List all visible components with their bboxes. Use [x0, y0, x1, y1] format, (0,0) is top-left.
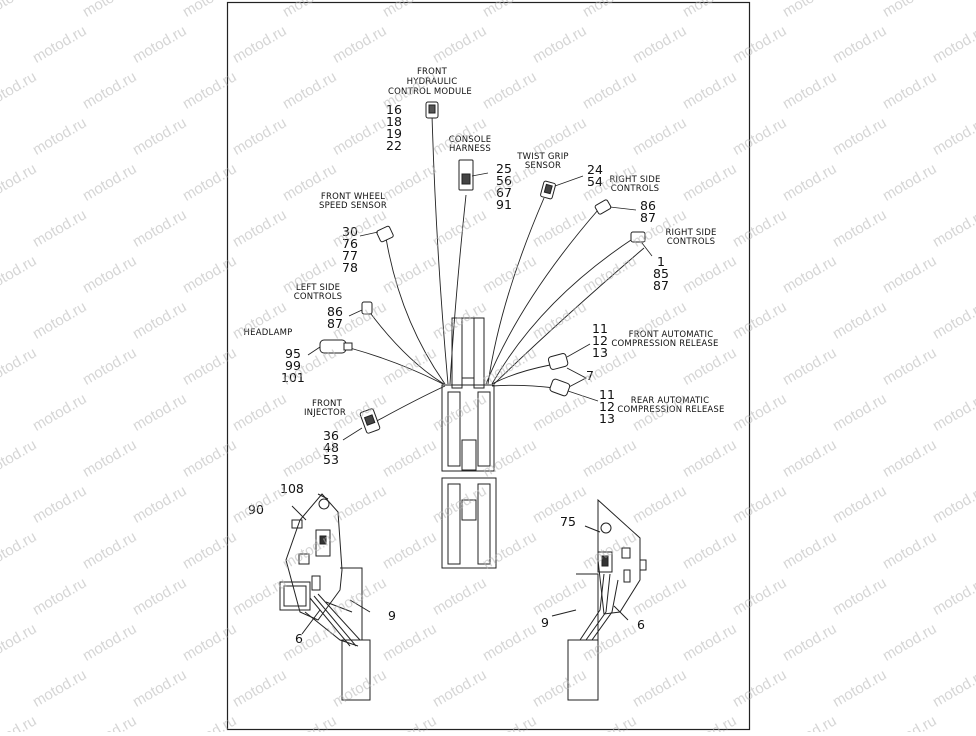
right-a-num-2: 87	[640, 210, 656, 225]
left-callout-90: 90	[248, 502, 264, 517]
rear-acr-label-2: COMPRESSION RELEASE	[617, 405, 724, 415]
headlamp-num-1: 95	[285, 346, 301, 361]
rear-acr-connector	[549, 378, 571, 397]
right-callout-6: 6	[637, 617, 645, 632]
headlamp-num-3: 101	[281, 370, 305, 385]
front-acr-label-2: COMPRESSION RELEASE	[611, 339, 718, 349]
callout-7: 7	[586, 368, 594, 383]
right-b-num-3: 87	[653, 278, 669, 293]
headlamp-connector	[319, 339, 353, 354]
front-acr-label-1: FRONT AUTOMATIC	[629, 330, 714, 340]
rear-acr-label-1: REAR AUTOMATIC	[631, 396, 710, 406]
front-wheel-label-2: SPEED SENSOR	[319, 201, 387, 211]
right-callout-9: 9	[541, 615, 549, 630]
right-b-num-1: 1	[657, 254, 665, 269]
injector-num-2: 48	[323, 440, 339, 455]
twist-num-1: 24	[587, 162, 603, 177]
right-callout-75: 75	[560, 514, 576, 529]
diagram-border	[226, 1, 751, 731]
front-hcm-num-4: 22	[386, 138, 402, 153]
front-acr-num-1: 11	[592, 321, 608, 336]
harness-wires	[349, 114, 645, 423]
hcm-connector	[425, 101, 439, 119]
right-a-num-1: 86	[640, 198, 656, 213]
twist-num-2: 54	[587, 174, 603, 189]
right-side-a-label-1: RIGHT SIDE	[609, 175, 660, 185]
left-bracket-assembly	[279, 493, 371, 701]
front-acr-connector	[547, 353, 569, 370]
leader-lines	[307, 172, 653, 441]
front-wheel-speed-connector	[376, 225, 394, 243]
front-hcm-label-3: CONTROL MODULE	[388, 87, 472, 97]
left-num-1: 86	[327, 304, 343, 319]
right-side-b-label-2: CONTROLS	[667, 237, 716, 247]
right-side-controls-connector-b	[630, 231, 646, 243]
left-callout-108: 108	[280, 481, 304, 496]
right-side-a-label-2: CONTROLS	[611, 184, 660, 194]
front-injector-label-1: FRONT	[312, 399, 343, 409]
left-callout-6: 6	[295, 631, 303, 646]
front-hcm-num-1: 16	[386, 102, 402, 117]
right-b-num-2: 85	[653, 266, 669, 281]
rear-acr-num-1: 11	[599, 387, 615, 402]
twist-grip-label-2: SENSOR	[525, 161, 561, 171]
console-num-2: 56	[496, 173, 512, 188]
left-side-label-1: LEFT SIDE	[296, 283, 340, 293]
right-side-b-label-1: RIGHT SIDE	[665, 228, 716, 238]
front-hcm-label-1: FRONT	[417, 67, 448, 77]
right-side-controls-connector-a	[594, 199, 612, 215]
console-harness-label-1: CONSOLE	[449, 135, 492, 145]
front-wheel-num-3: 77	[342, 248, 358, 263]
console-harness-label-2: HARNESS	[449, 144, 491, 154]
console-num-3: 67	[496, 185, 512, 200]
twist-grip-label-1: TWIST GRIP	[516, 152, 569, 162]
front-hcm-num-3: 19	[386, 126, 402, 141]
headlamp-num-2: 99	[285, 358, 301, 373]
console-num-4: 91	[496, 197, 512, 212]
front-wheel-num-4: 78	[342, 260, 358, 275]
labels: FRONT HYDRAULIC CONTROL MODULE 16 18 19 …	[244, 67, 725, 646]
console-harness-connector	[458, 159, 474, 191]
front-injector-label-2: INJECTOR	[304, 408, 346, 418]
left-num-2: 87	[327, 316, 343, 331]
right-bracket-assembly	[551, 498, 647, 701]
injector-num-1: 36	[323, 428, 339, 443]
rear-acr-num-3: 13	[599, 411, 615, 426]
front-injector-connector	[359, 408, 381, 434]
left-side-controls-connector	[361, 301, 373, 315]
left-side-label-2: CONTROLS	[294, 292, 343, 302]
front-wheel-num-1: 30	[342, 224, 358, 239]
left-callout-9: 9	[388, 608, 396, 623]
console-num-1: 25	[496, 161, 512, 176]
front-hcm-label-2: HYDRAULIC	[407, 77, 458, 87]
front-acr-num-3: 13	[592, 345, 608, 360]
headlamp-label: HEADLAMP	[244, 328, 293, 338]
front-wheel-num-2: 76	[342, 236, 358, 251]
front-acr-num-2: 12	[592, 333, 608, 348]
front-wheel-label-1: FRONT WHEEL	[321, 192, 385, 202]
front-hcm-num-2: 18	[386, 114, 402, 129]
injector-num-3: 53	[323, 452, 339, 467]
twist-grip-connector	[540, 180, 556, 200]
rear-acr-num-2: 12	[599, 399, 615, 414]
frame-backbone	[441, 317, 497, 569]
